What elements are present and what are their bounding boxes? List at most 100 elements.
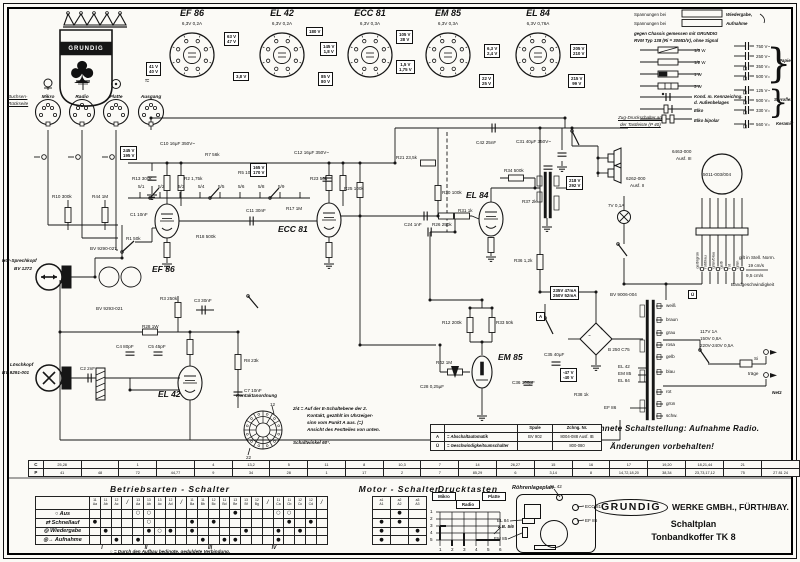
legend-table-cell: 8004-088 Ausf. IB — [552, 432, 602, 442]
switch-contact-cell — [196, 509, 209, 519]
strip-number-cell: 41 — [42, 468, 82, 477]
drucktasten-title: Drucktasten — [437, 484, 499, 494]
switch-contact-cell — [99, 535, 112, 546]
tube-heater: 6,3V 0,3A — [359, 21, 381, 26]
strip-number-cell: 16 — [571, 460, 611, 469]
rear-label: Rückseite — [8, 101, 29, 106]
schematic-label: C36 100μF — [512, 380, 535, 385]
strip-number-cell: 10,3 — [382, 460, 422, 469]
chassis-bar — [534, 545, 556, 550]
switch-contact-cell: ● — [164, 526, 177, 537]
schematic-label: 7V 0,1A — [608, 203, 625, 208]
switch-contact-cell — [315, 535, 328, 546]
schematic-label: Löschkopf — [10, 362, 34, 367]
tube-heater: 6,3V 0,3A — [437, 21, 459, 26]
tube-name: ECC 81 — [354, 8, 386, 18]
switch-contact-cell — [132, 526, 144, 537]
schematic-label: EL 84 — [618, 378, 630, 383]
legend-table-cell: 800-080 — [552, 441, 602, 451]
grundig-plate: GRUNDIG — [594, 499, 668, 516]
switch-contact-cell — [142, 535, 155, 546]
schematic-label: ~ — [588, 333, 591, 338]
switch-contact-cell — [408, 509, 427, 519]
switch-contact-cell — [315, 509, 328, 519]
schematic-label: 5/6 — [238, 184, 245, 189]
strip-number-cell: 72 — [118, 468, 158, 477]
strip-number-cell: 6 — [495, 468, 535, 477]
legend-cap-marking: Kond. m. Kennzeichng. — [694, 94, 743, 99]
legend-group-styroflex: Styroflex — [774, 97, 793, 102]
legend-table-cell — [517, 441, 553, 451]
switch-contact-cell — [153, 517, 166, 528]
schematic-label: gelb/grün — [694, 251, 700, 269]
switch-contact-cell — [207, 535, 220, 546]
tube-name: EL 42 — [270, 8, 294, 18]
schematic-label: R36 1,2k — [514, 258, 533, 263]
schematic-label: 5/2 — [158, 184, 165, 189]
schematic-label: 5/3 — [178, 184, 185, 189]
switch-contact-cell: ● — [408, 535, 427, 546]
schematic-label: grün — [734, 260, 740, 269]
legend-table-cell: A — [430, 432, 445, 442]
schematic-label: rot/blau — [702, 255, 708, 269]
switch-contact-cell — [250, 509, 263, 519]
switch-contact-cell: ● — [408, 526, 427, 537]
schematic-label: BV 1272 — [14, 266, 32, 271]
legend-cap-voltage: 330 V= — [756, 108, 771, 113]
schematic-label: 150V 0,8A — [700, 336, 722, 341]
strip-number-cell: 34 — [231, 468, 271, 477]
schematic-label: EM 85 — [498, 352, 523, 362]
schematic-label: braun — [666, 317, 678, 322]
drucktasten-col-number: 2 — [451, 547, 454, 552]
strip-number-cell: 8 — [344, 460, 384, 469]
strip-row-label: P — [28, 468, 44, 477]
schematic-label: R34 500k — [504, 168, 524, 173]
legend-resistor-watt: 1/2 W — [694, 60, 706, 65]
drucktasten-row-number: 3 — [430, 523, 433, 528]
switch-contact-cell — [261, 517, 274, 528]
lageplan-tube-rightbottom: EF 86 — [585, 518, 598, 523]
microphone-label: Mikro — [41, 95, 55, 100]
switch-contact-cell — [229, 517, 242, 528]
company-name: WERKE GMBH., FÜRTH/BAY. — [672, 502, 789, 512]
legend-elko-bipolar: Elko bipolar — [694, 118, 720, 123]
legend-voltage-caption: Spannungen bei — [634, 21, 666, 26]
clover-icon: ♣ — [70, 50, 95, 91]
schematic-label: C5 45pF — [148, 344, 166, 349]
switch-contact-cell — [304, 526, 317, 537]
schematic-label: träge — [748, 371, 759, 376]
switch-contact-cell — [390, 526, 409, 537]
switch-col-header: / — [261, 496, 274, 510]
strip-number-cell: 1 — [307, 468, 346, 477]
strip-number-cell: 13,2 — [231, 460, 271, 469]
tube-pin-top — [556, 494, 563, 501]
switch-contact-cell — [207, 526, 220, 537]
schematic-label: R38 1k — [574, 392, 589, 397]
switch-contact-cell — [283, 526, 296, 537]
legend-cap-voltage: 560 V= — [756, 122, 771, 127]
schematic-label: BV 9291-001 — [2, 370, 30, 375]
strip-number-cell: 25,28 — [42, 460, 82, 469]
legend-table-cell: = Abschaltautomatik — [444, 432, 518, 442]
schematic-label: der Tastleiste (P 40) — [620, 122, 661, 127]
switch-contact-cell — [250, 526, 263, 537]
switch-contact-cell — [250, 535, 263, 546]
legend-cap-voltage: 500 V= — [756, 98, 771, 103]
schematic-label: blau — [666, 369, 675, 374]
switch-contact-cell — [261, 509, 274, 519]
group-numeral: III — [207, 544, 213, 551]
legend-table-cell: Ü — [430, 441, 445, 451]
